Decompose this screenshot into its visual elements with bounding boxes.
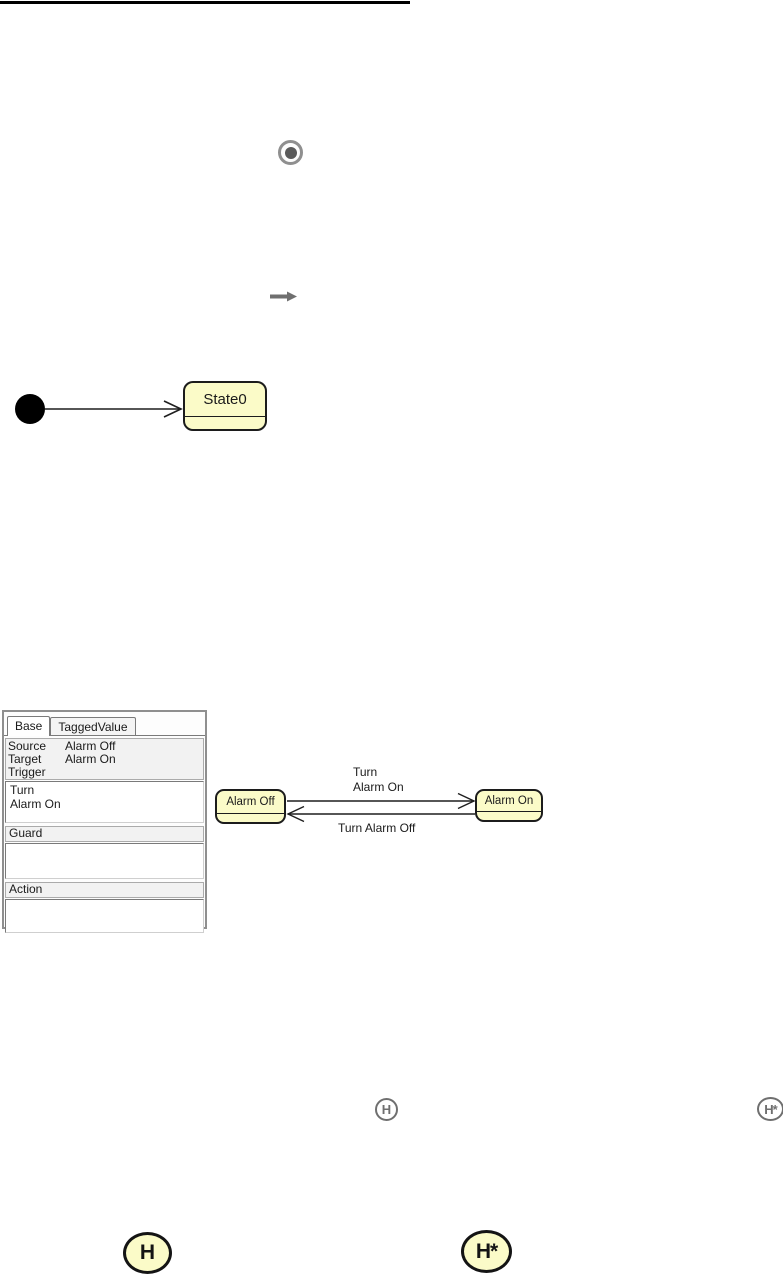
final-state-dot [284, 146, 297, 159]
alarm-transition-arrows [286, 792, 476, 823]
trigger-label: Trigger [8, 765, 46, 779]
transition-properties-panel: Base TaggedValue Source Alarm Off Target… [2, 710, 207, 933]
shallow-history-pseudostate: H [123, 1232, 172, 1274]
transition-label-turn-alarm-on: Turn Alarm On [353, 765, 404, 794]
open-arrowhead-right [457, 792, 476, 810]
guard-input[interactable] [5, 843, 204, 879]
transition-label-turn-alarm-off: Turn Alarm Off [338, 821, 416, 835]
state-name-label: Alarm On [477, 791, 541, 812]
state-compartment [217, 814, 284, 822]
state-node-state0: State0 [183, 381, 267, 431]
target-value: Alarm On [65, 752, 116, 766]
initial-state-dot [15, 394, 45, 424]
tab-base[interactable]: Base [7, 716, 51, 736]
open-arrowhead [163, 400, 183, 418]
tab-taggedvalue[interactable]: TaggedValue [50, 717, 136, 735]
target-label: Target [8, 752, 42, 766]
state-compartment [477, 812, 541, 820]
state-compartment [185, 417, 265, 429]
state-node-alarm-off: Alarm Off [215, 789, 286, 824]
source-value: Alarm Off [65, 739, 116, 753]
trigger-input[interactable]: Turn Alarm On [5, 781, 204, 823]
action-label: Action [5, 882, 204, 898]
transition-arrow-icon [270, 291, 297, 302]
open-arrowhead-left [286, 805, 305, 823]
panel-fields-header: Source Alarm Off Target Alarm On Trigger [5, 738, 204, 780]
guard-label: Guard [5, 826, 204, 842]
deep-history-icon: H* [757, 1097, 783, 1121]
panel-tabbar: Base TaggedValue [4, 712, 205, 736]
final-state-icon [278, 140, 303, 165]
state-name-label: Alarm Off [217, 791, 284, 814]
title-underline-rule [0, 1, 410, 4]
state-name-label: State0 [185, 383, 265, 417]
initial-state-diagram [15, 394, 183, 424]
shallow-history-icon: H [375, 1098, 398, 1121]
source-label: Source [8, 739, 47, 753]
state-node-alarm-on: Alarm On [475, 789, 543, 822]
action-input[interactable] [5, 899, 204, 933]
deep-history-pseudostate: H* [461, 1230, 512, 1273]
